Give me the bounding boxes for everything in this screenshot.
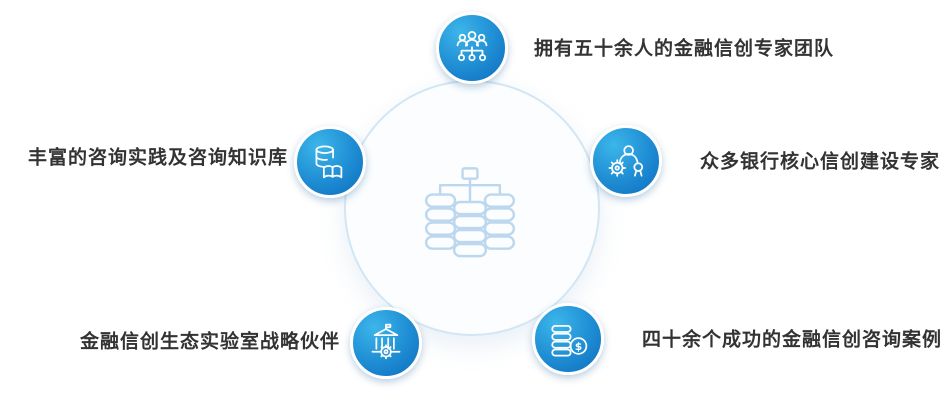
certified-expert-icon: [608, 145, 644, 177]
label-partner: 金融信创生态实验室战略伙伴: [79, 331, 340, 353]
node-partner: [350, 307, 422, 379]
team-icon: [456, 30, 488, 62]
node-knowledge: [294, 126, 366, 198]
label-cases: 四十余个成功的金融信创咨询案例: [642, 329, 943, 351]
database-book-icon: [315, 145, 343, 179]
label-knowledge: 丰富的咨询实践及咨询知识库: [27, 147, 288, 169]
institution-gear-icon: [371, 323, 401, 360]
coins-icon: $: [551, 325, 588, 357]
label-team: 拥有五十余人的金融信创专家团队: [534, 38, 835, 60]
label-experts: 众多银行核心信创建设专家: [700, 151, 941, 173]
database-cluster-icon: [424, 167, 516, 258]
node-experts: [590, 125, 662, 197]
node-team: [436, 12, 508, 84]
svg-text:$: $: [575, 341, 582, 353]
node-cases: $: [532, 303, 604, 375]
